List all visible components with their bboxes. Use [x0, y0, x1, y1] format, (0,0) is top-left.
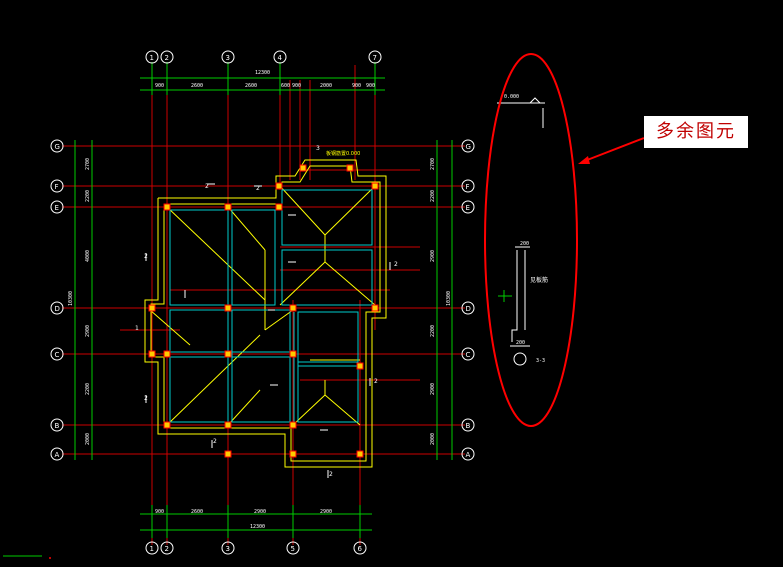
label-2d: 2	[144, 395, 148, 402]
right-dims: 2700 2200 2900 2200 2900 2000 10300	[430, 158, 452, 445]
top-dim-2: 2600	[191, 83, 203, 89]
bottom-dim-2: 2600	[191, 509, 203, 515]
stray-dim-bottom: 200	[516, 340, 525, 346]
top-axis-4: 4	[278, 54, 283, 62]
stray-dim-top: 200	[520, 241, 529, 247]
annotation-arrow	[581, 137, 645, 163]
stray-section: 3-3	[536, 358, 545, 364]
right-dim-3: 2900	[430, 250, 436, 262]
top-dim-4: 600	[281, 83, 290, 89]
label-2a: 2	[205, 183, 209, 190]
right-dim-1: 2700	[430, 158, 436, 170]
label-3-top: 3	[316, 145, 320, 152]
right-axis-g: G	[466, 143, 471, 151]
left-axis-e: E	[55, 204, 59, 212]
left-axis-bubbles: G F E D C B A	[50, 139, 64, 461]
roof-note: 板钢筋置0.000	[326, 150, 360, 157]
left-overall-dim: 10300	[68, 291, 74, 306]
bottom-dim-3: 2900	[254, 509, 266, 515]
right-axis-c: C	[466, 351, 471, 359]
right-dim-4: 2200	[430, 325, 436, 337]
left-dim-2: 2200	[85, 190, 91, 202]
stray-note: 见板筋	[530, 276, 548, 284]
left-dim-3: 4000	[85, 250, 91, 262]
label-2c: 2	[144, 253, 148, 260]
top-dim-6: 2000	[320, 83, 332, 89]
top-dim-7: 900	[352, 83, 361, 89]
top-axis-3: 3	[226, 54, 230, 62]
right-axis-a: A	[466, 451, 471, 459]
label-1: 1	[135, 325, 139, 332]
top-axis-bubbles: 1 2 3 4 7	[145, 50, 382, 64]
top-axis-7: 7	[373, 54, 377, 62]
right-dim-6: 2000	[430, 433, 436, 445]
label-2b: 2	[256, 185, 260, 192]
bottom-axis-1: 1	[150, 545, 154, 553]
right-axis-d: D	[466, 305, 471, 313]
right-dim-5: 2900	[430, 383, 436, 395]
bottom-axis-3: 3	[226, 545, 230, 553]
label-2f: 2	[374, 378, 378, 385]
left-dim-1: 2700	[85, 158, 91, 170]
label-2e: 2	[394, 261, 398, 268]
left-dim-5: 2200	[85, 383, 91, 395]
right-dim-2: 2200	[430, 190, 436, 202]
right-overall-dim: 10300	[446, 291, 452, 306]
left-axis-c: C	[55, 351, 60, 359]
top-dim-8: 900	[366, 83, 375, 89]
right-axis-e: E	[466, 204, 470, 212]
left-axis-a: A	[55, 451, 60, 459]
right-axis-b: B	[466, 422, 471, 430]
top-dim-5: 900	[292, 83, 301, 89]
arrow-head-icon	[578, 156, 590, 164]
left-dim-6: 2000	[85, 433, 91, 445]
bottom-dim-4: 2900	[320, 509, 332, 515]
stray-elevation: 0.000	[504, 94, 519, 100]
stray-detail: 0.000 200 见板筋 200 3-3	[497, 94, 548, 366]
annotation-ellipse	[484, 53, 578, 427]
left-axis-g: G	[55, 143, 60, 151]
label-2g: 2	[213, 438, 217, 445]
left-dims: 2700 2200 4000 2900 2200 2000 10300	[68, 158, 91, 445]
bottom-axis-bubbles: 1 2 3 5 6	[145, 541, 367, 555]
bottom-axis-6: 6	[358, 545, 363, 553]
annotation-callout: 多余图元	[644, 116, 748, 148]
bottom-axis-2: 2	[165, 545, 169, 553]
top-axis-1: 1	[150, 54, 154, 62]
top-dim-3: 2600	[245, 83, 257, 89]
right-axis-f: F	[466, 183, 470, 191]
top-axis-2: 2	[165, 54, 169, 62]
left-axis-d: D	[55, 305, 60, 313]
left-axis-f: F	[55, 183, 59, 191]
left-dim-4: 2900	[85, 325, 91, 337]
bottom-overall-dim: 12300	[250, 524, 265, 530]
right-axis-bubbles: G F E D C B A	[461, 139, 475, 461]
label-2h: 2	[329, 471, 333, 478]
left-axis-b: B	[55, 422, 60, 430]
top-dim-1: 900	[155, 83, 164, 89]
top-overall-dim: 12300	[255, 70, 270, 76]
bottom-dim-1: 900	[155, 509, 164, 515]
bottom-axis-5: 5	[291, 545, 295, 553]
